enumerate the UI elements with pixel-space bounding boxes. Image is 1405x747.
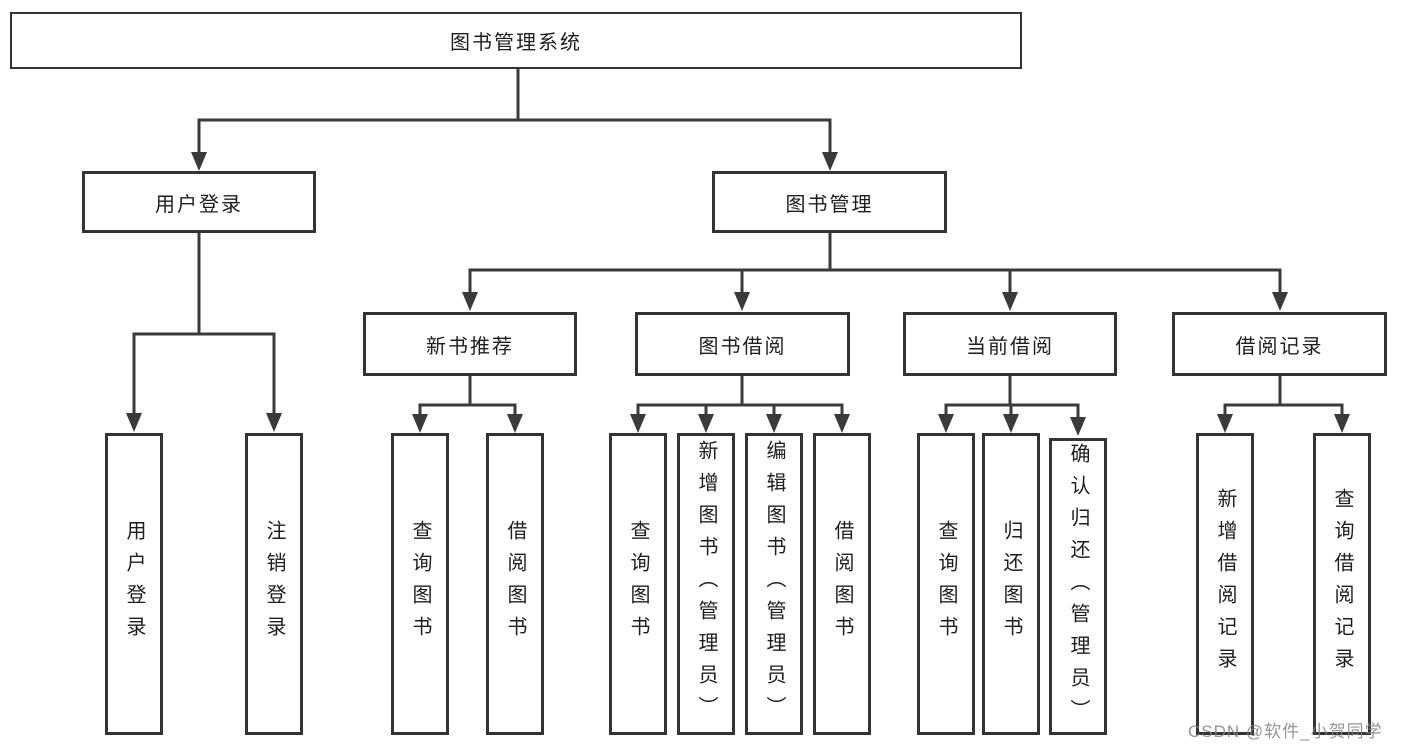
leaf-borrow-books-label: 借阅图书 (831, 520, 853, 648)
leaf-query-borrow-record-label: 查询借阅记录 (1331, 488, 1353, 680)
leaf-user-login-label: 用户登录 (123, 520, 145, 648)
node-new-book-recommend: 新书推荐 (363, 312, 577, 376)
node-book-management: 图书管理 (712, 171, 947, 233)
leaf-add-borrow-record: 新增借阅记录 (1196, 433, 1254, 735)
node-current-borrow-label: 当前借阅 (966, 335, 1054, 358)
leaf-confirm-return-admin: 确认归还（管理员） (1049, 438, 1107, 735)
leaf-logout: 注销登录 (245, 433, 303, 735)
leaf-logout-label: 注销登录 (263, 520, 285, 648)
csdn-watermark: CSDN @软件_小贺同学 (1188, 722, 1383, 741)
leaf-query-books-borrow: 查询图书 (609, 433, 667, 735)
node-current-borrow: 当前借阅 (903, 312, 1117, 376)
leaf-query-borrow-record: 查询借阅记录 (1313, 433, 1371, 735)
node-user-login: 用户登录 (82, 171, 316, 233)
leaf-add-books-admin-label: 新增图书（管理员） (695, 440, 717, 728)
leaf-query-books-newbooks-label: 查询图书 (409, 520, 431, 648)
leaf-confirm-return-admin-label: 确认归还（管理员） (1067, 442, 1089, 731)
leaf-query-books-newbooks: 查询图书 (391, 433, 449, 735)
node-borrow-records-label: 借阅记录 (1235, 335, 1324, 358)
node-book-borrow: 图书借阅 (635, 312, 850, 376)
node-book-management-label: 图书管理 (785, 193, 874, 216)
leaf-return-books-label: 归还图书 (1000, 520, 1022, 648)
leaf-user-login: 用户登录 (105, 433, 163, 735)
leaf-edit-books-admin: 编辑图书（管理员） (745, 433, 803, 735)
leaf-query-books-borrow-label: 查询图书 (627, 520, 649, 648)
node-borrow-records: 借阅记录 (1172, 312, 1387, 376)
leaf-borrow-books-newbooks: 借阅图书 (486, 433, 544, 735)
leaf-query-books-current-label: 查询图书 (935, 520, 957, 648)
node-user-login-label: 用户登录 (155, 193, 243, 216)
leaf-borrow-books: 借阅图书 (813, 433, 871, 735)
leaf-borrow-books-newbooks-label: 借阅图书 (504, 520, 526, 648)
node-book-borrow-label: 图书借阅 (698, 335, 787, 358)
leaf-add-books-admin: 新增图书（管理员） (677, 433, 735, 735)
node-library-system-label: 图书管理系统 (450, 32, 582, 54)
node-new-book-recommend-label: 新书推荐 (426, 335, 514, 358)
node-library-system: 图书管理系统 (10, 12, 1022, 69)
leaf-edit-books-admin-label: 编辑图书（管理员） (763, 440, 785, 728)
leaf-return-books: 归还图书 (982, 433, 1040, 735)
leaf-add-borrow-record-label: 新增借阅记录 (1214, 488, 1236, 680)
leaf-query-books-current: 查询图书 (917, 433, 975, 735)
